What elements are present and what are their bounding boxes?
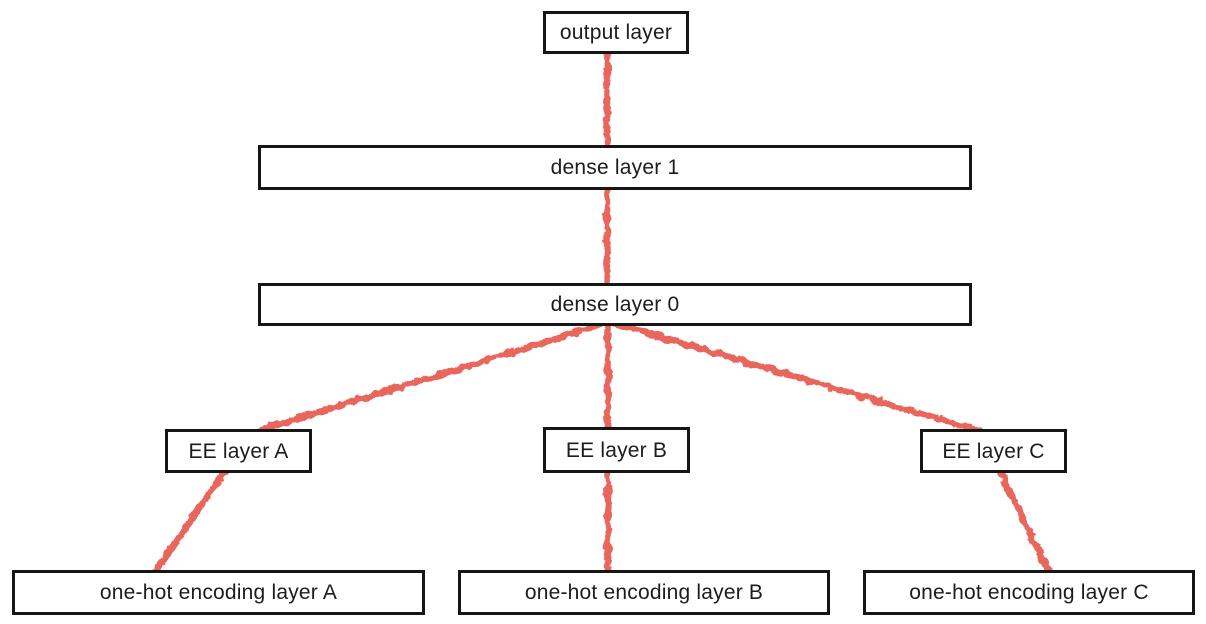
node-dense-layer-0: dense layer 0 bbox=[258, 283, 972, 326]
node-ee-layer-b: EE layer B bbox=[543, 427, 690, 473]
node-ee-layer-a: EE layer A bbox=[165, 429, 312, 473]
node-dense-layer-1-label: dense layer 1 bbox=[550, 156, 680, 179]
node-one-hot-encoding-layer-a-label: one-hot encoding layer A bbox=[99, 581, 338, 604]
node-one-hot-encoding-layer-a: one-hot encoding layer A bbox=[12, 570, 425, 615]
node-output-layer: output layer bbox=[543, 11, 689, 54]
node-one-hot-encoding-layer-b-label: one-hot encoding layer B bbox=[524, 581, 764, 604]
node-ee-layer-b-label: EE layer B bbox=[565, 438, 668, 462]
node-ee-layer-c: EE layer C bbox=[920, 429, 1067, 473]
node-one-hot-encoding-layer-b: one-hot encoding layer B bbox=[458, 570, 830, 615]
edge-eeA-dense0 bbox=[244, 318, 614, 438]
edge-ohA-eeA bbox=[148, 466, 230, 580]
node-ee-layer-c-label: EE layer C bbox=[942, 439, 1045, 463]
node-one-hot-encoding-layer-c-label: one-hot encoding layer C bbox=[909, 581, 1149, 604]
edge-ohC-eeC bbox=[995, 466, 1055, 580]
node-dense-layer-1: dense layer 1 bbox=[258, 145, 972, 190]
node-output-layer-label: output layer bbox=[559, 21, 673, 44]
edge-eeC-dense0 bbox=[606, 318, 994, 438]
node-one-hot-encoding-layer-c: one-hot encoding layer C bbox=[863, 570, 1195, 615]
node-dense-layer-0-label: dense layer 0 bbox=[550, 293, 680, 316]
node-ee-layer-a-label: EE layer A bbox=[188, 439, 289, 463]
